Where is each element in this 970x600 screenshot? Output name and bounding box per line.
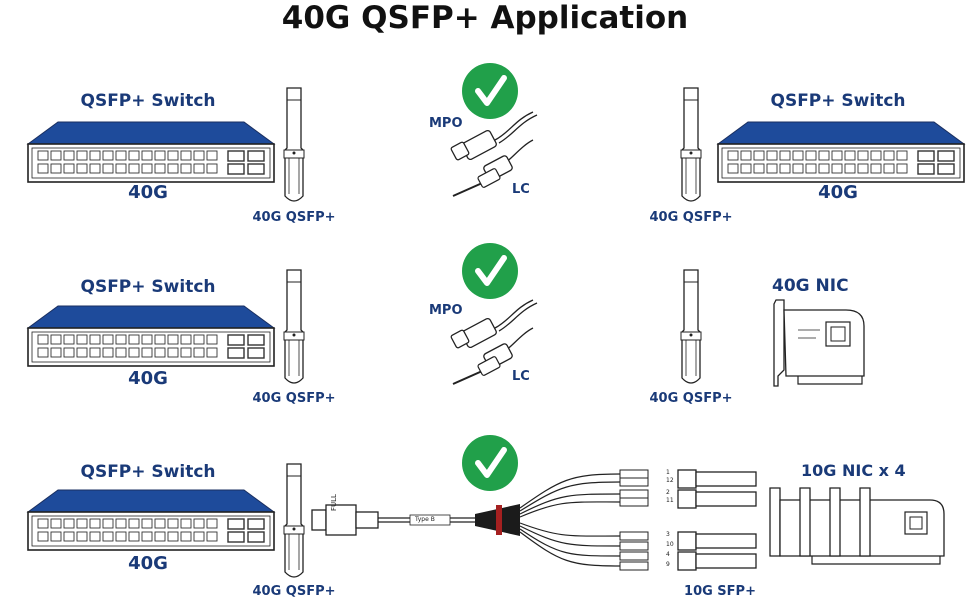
right-module-label-row2: 40G QSFP+ <box>649 391 733 406</box>
fanout-legs <box>519 473 621 567</box>
right-device-label-row1: QSFP+ Switch <box>770 91 906 111</box>
right-device-label-row3: 10G NIC x 4 <box>801 461 906 480</box>
left-switch-row2 <box>27 305 275 367</box>
right-speed-label-row1: 40G <box>818 182 858 203</box>
left-qsfp-module-row3 <box>283 463 305 578</box>
breakout-number: 1 <box>666 469 670 476</box>
left-module-label-row1: 40G QSFP+ <box>252 210 336 225</box>
breakout-number: 3 <box>666 531 670 538</box>
right-qsfp-module-row2 <box>680 269 702 384</box>
right-module-label-row1: 40G QSFP+ <box>649 210 733 225</box>
left-speed-label-row2: 40G <box>128 368 168 389</box>
breakout-number: 2 <box>666 489 670 496</box>
splitter-band <box>496 505 502 535</box>
left-module-label-row2: 40G QSFP+ <box>252 391 336 406</box>
cable-end-a-label-row2: MPO <box>429 303 463 318</box>
left-speed-label-row3: 40G <box>128 553 168 574</box>
cable-end-b-label-row1: LC <box>512 182 530 197</box>
left-switch-row1 <box>27 121 275 183</box>
right-device-label-row2: 40G NIC <box>772 276 849 296</box>
cable-end-b-label-row2: LC <box>512 369 530 384</box>
sfp-modules <box>677 469 757 571</box>
breakout-number: 11 <box>666 497 674 504</box>
checkmark-icon-row3 <box>462 435 518 491</box>
checkmark-icon-row2 <box>462 243 518 299</box>
left-switch-row3 <box>27 489 275 551</box>
nic-cards-row3 <box>769 487 945 565</box>
left-qsfp-module-row2 <box>283 269 305 384</box>
left-switch-label-row2: QSFP+ Switch <box>80 277 216 297</box>
left-speed-label-row1: 40G <box>128 182 168 203</box>
right-module-label-row3: 10G SFP+ <box>684 584 756 599</box>
right-switch-row1 <box>717 121 965 183</box>
cable-text-row3: Type B <box>415 516 435 523</box>
breakout-number: 10 <box>666 541 674 548</box>
left-switch-label-row1: QSFP+ Switch <box>80 91 216 111</box>
cable-end-a-label-row1: MPO <box>429 116 463 131</box>
nic-card-row2 <box>773 299 865 387</box>
checkmark-icon-row1 <box>462 63 518 119</box>
connector-text-row3: FULL <box>330 494 338 511</box>
lc-connectors <box>619 469 649 571</box>
left-module-label-row3: 40G QSFP+ <box>252 584 336 599</box>
left-qsfp-module-row1 <box>283 87 305 202</box>
page-title: 40G QSFP+ Application <box>281 0 689 36</box>
breakout-number: 12 <box>666 477 674 484</box>
right-qsfp-module-row1 <box>680 87 702 202</box>
left-switch-label-row3: QSFP+ Switch <box>80 462 216 482</box>
mpo-connector-row3 <box>311 504 480 536</box>
breakout-number: 9 <box>666 561 670 568</box>
breakout-number: 4 <box>666 551 670 558</box>
